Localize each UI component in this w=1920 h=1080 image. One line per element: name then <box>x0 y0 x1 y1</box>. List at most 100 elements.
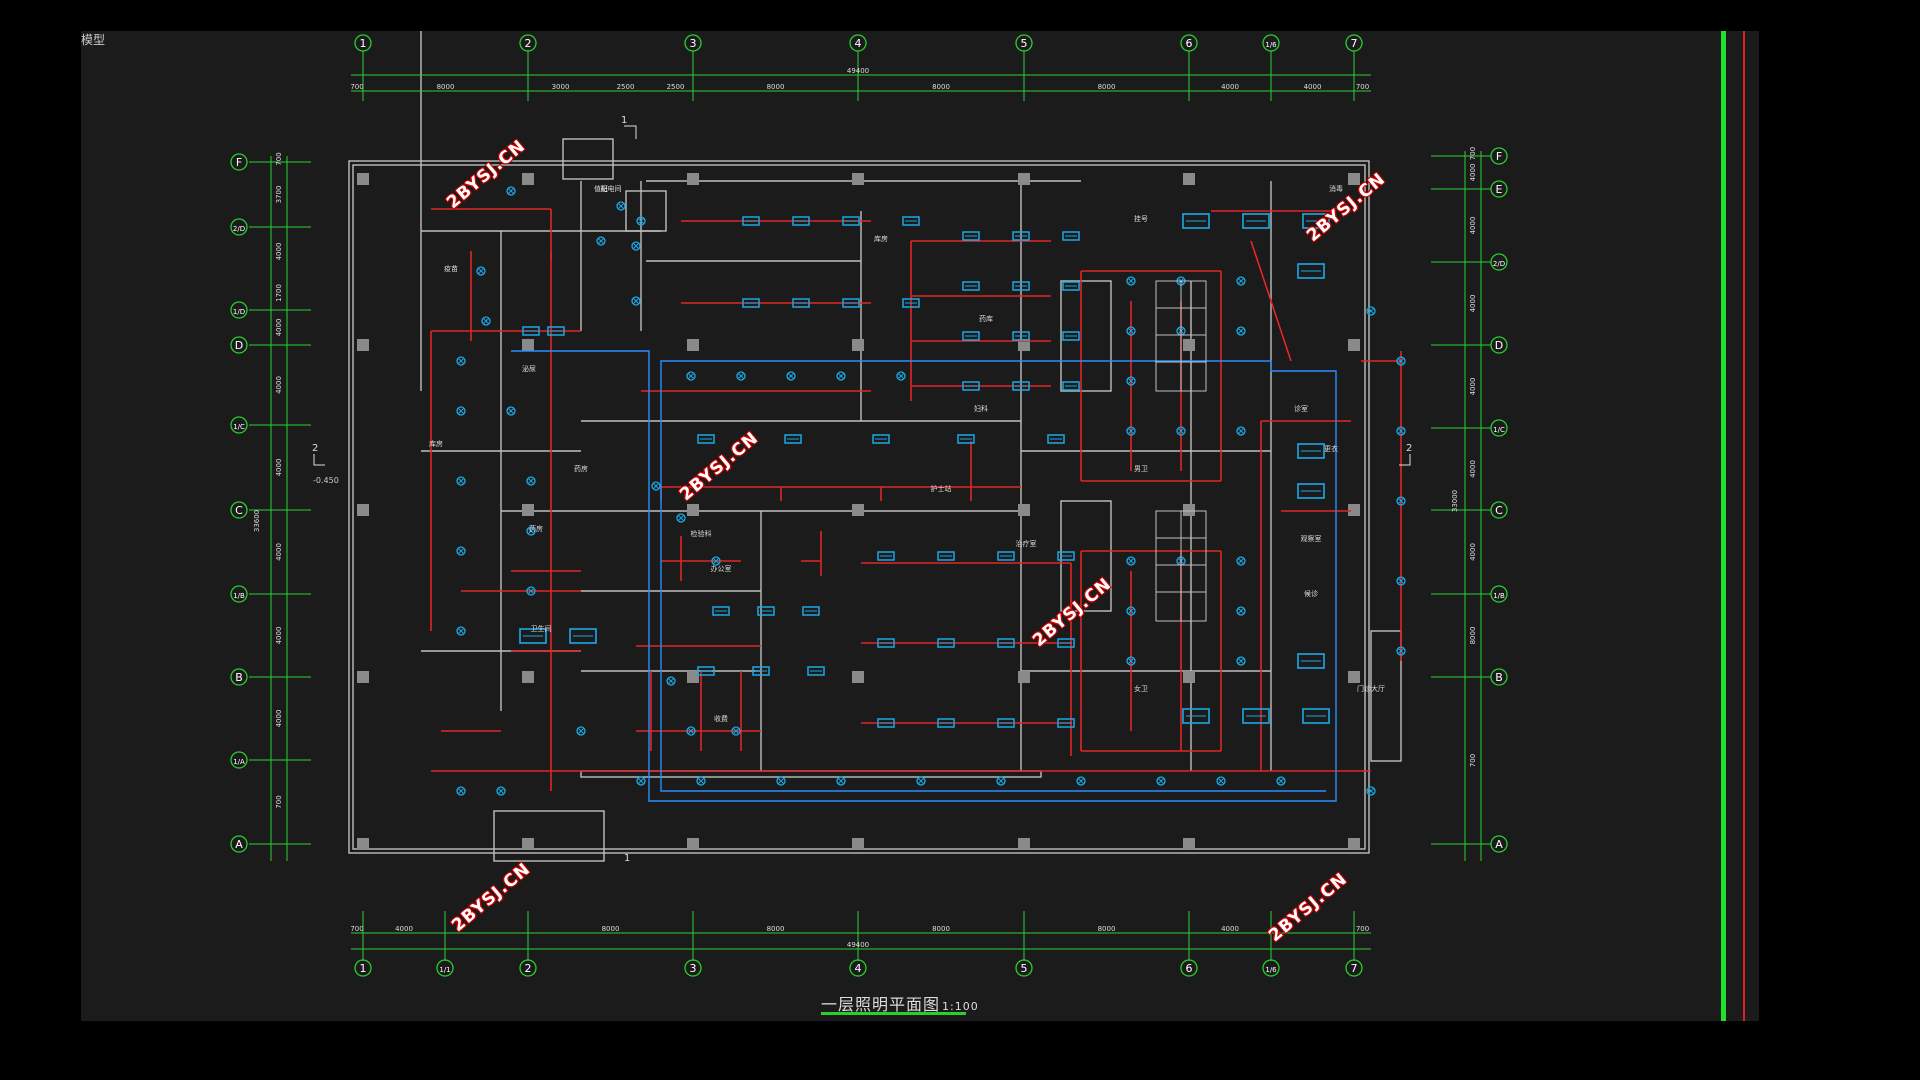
room-label: 药房 <box>529 524 543 533</box>
bottom-axis-1-bubble <box>436 959 454 977</box>
fluorescent-fixture <box>877 638 895 648</box>
fluorescent-fixture <box>1057 718 1075 728</box>
right-total-dim: 33000 <box>1451 490 1459 512</box>
downlight-x <box>457 407 465 415</box>
downlight <box>836 371 846 381</box>
column <box>357 173 369 185</box>
right-axis-2-bubble <box>1490 253 1508 271</box>
fluorescent-fixture <box>784 434 802 444</box>
top-axis-2-label: 3 <box>690 37 697 50</box>
top-axis-5-bubble <box>1180 34 1198 52</box>
downlight <box>526 476 536 486</box>
panel-fixture <box>1302 213 1330 229</box>
fluorescent-fixture <box>962 231 980 241</box>
downlight-x <box>457 627 465 635</box>
downlight-x <box>527 477 535 485</box>
downlight-x <box>1237 327 1245 335</box>
downlight <box>651 481 661 491</box>
right-segment-dim: 700 <box>1469 754 1477 767</box>
fluorescent-fixture <box>962 381 980 391</box>
top-segment-dim: 2500 <box>617 83 635 91</box>
drawing-scale: 1:100 <box>942 1000 979 1013</box>
downlight <box>776 776 786 786</box>
fluorescent-fixture <box>842 298 860 308</box>
fluorescent-fixture <box>937 718 955 728</box>
circuit-wire <box>1250 240 1292 362</box>
downlight-x <box>1237 277 1245 285</box>
downlight <box>786 371 796 381</box>
room-label: 卫生间 <box>531 624 552 633</box>
elevation-mark: -0.450 <box>313 476 339 485</box>
fluorescent-fixture <box>1062 331 1080 341</box>
right-axis-0-bubble <box>1490 147 1508 165</box>
lighting-circuits <box>430 208 1402 802</box>
fluorescent-fixture <box>802 606 820 616</box>
model-tab-label[interactable]: 模型 <box>81 33 106 47</box>
column <box>1348 173 1360 185</box>
fluorescent-fixture <box>1012 331 1030 341</box>
fluorescent-fixture <box>997 551 1015 561</box>
room-label: 女卫 <box>1134 684 1148 693</box>
downlight <box>456 546 466 556</box>
left-axis-9-bubble <box>230 835 248 853</box>
downlight <box>686 371 696 381</box>
column <box>357 838 369 850</box>
column <box>852 339 864 351</box>
downlight-x <box>1177 427 1185 435</box>
left-segment-dim: 700 <box>275 152 283 165</box>
room-label: 办公室 <box>711 564 732 573</box>
bottom-segment-dim: 8000 <box>767 925 785 933</box>
top-axis-6-label: 1/6 <box>1265 41 1277 49</box>
downlight <box>1236 656 1246 666</box>
column <box>522 671 534 683</box>
downlight <box>506 406 516 416</box>
room-label: 诊室 <box>1294 404 1308 413</box>
bottom-axis-6-label: 6 <box>1186 962 1193 975</box>
fluorescent-fixture <box>1012 381 1030 391</box>
room-label: 泌尿 <box>522 364 536 373</box>
room-label: 药库 <box>979 314 993 323</box>
fluorescent-fixture <box>1012 281 1030 291</box>
room-label: 库房 <box>429 439 443 448</box>
drawing-sheet[interactable]: 模型 <box>81 31 1759 1021</box>
downlight-x <box>507 407 515 415</box>
column <box>1183 671 1195 683</box>
downlight-x <box>732 727 740 735</box>
room-label: 消毒 <box>1329 184 1343 193</box>
top-total-dim: 49400 <box>847 67 869 75</box>
left-axis-4-label: 1/C <box>233 423 245 431</box>
right-axis-8-bubble <box>1490 835 1508 853</box>
downlight <box>1236 426 1246 436</box>
downlight <box>1236 606 1246 616</box>
panel-fixture <box>519 628 547 644</box>
downlight-x <box>457 787 465 795</box>
column <box>1183 838 1195 850</box>
downlight-x <box>577 727 585 735</box>
column <box>522 173 534 185</box>
left-segment-dim: 4000 <box>275 243 283 261</box>
fluorescent-fixture <box>962 281 980 291</box>
downlight-x <box>787 372 795 380</box>
top-segment-dim: 8000 <box>1098 83 1116 91</box>
bottom-axis-1-label: 1/1 <box>439 966 450 974</box>
downlight <box>1076 776 1086 786</box>
fluorescent-fixture <box>1057 638 1075 648</box>
room-label: 收费 <box>714 714 728 723</box>
downlight-x <box>677 514 685 522</box>
downlight <box>631 296 641 306</box>
top-axis-5-label: 6 <box>1186 37 1193 50</box>
downlight <box>476 266 486 276</box>
top-segment-dim: 8000 <box>767 83 785 91</box>
room-label: 候诊 <box>1304 589 1318 598</box>
left-segment-dim: 4000 <box>275 319 283 337</box>
left-axis-5-label: C <box>235 504 243 517</box>
column <box>1183 504 1195 516</box>
downlight <box>1126 656 1136 666</box>
downlight-x <box>507 187 515 195</box>
fluorescent-fixture <box>1047 434 1065 444</box>
panel-fixture <box>1302 708 1330 724</box>
left-axis-2-label: 1/D <box>233 308 245 316</box>
downlight <box>456 476 466 486</box>
